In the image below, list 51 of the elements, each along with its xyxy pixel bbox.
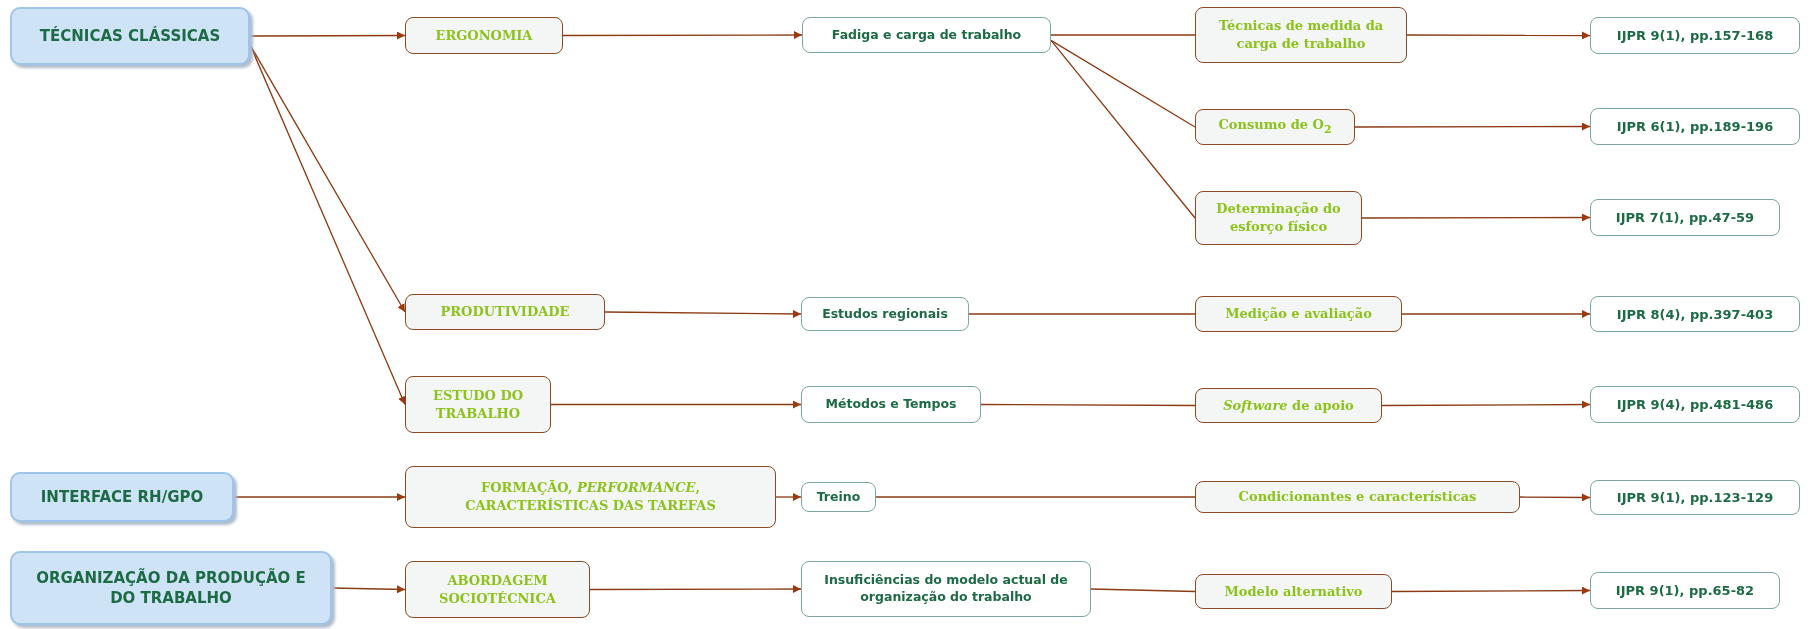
arrow <box>589 585 802 593</box>
reference-box: IJPR 8(4), pp.397-403 <box>1590 296 1800 332</box>
arrow <box>604 309 802 318</box>
category-box: ORGANIZAÇÃO DA PRODUÇÃO E DO TRABALHO <box>10 551 332 625</box>
topic-box: Técnicas de medida da carga de trabalho <box>1195 7 1407 63</box>
connector-line <box>980 403 1196 407</box>
arrow <box>1406 31 1591 40</box>
reference-box: IJPR 7(1), pp.47-59 <box>1590 199 1780 236</box>
arrow <box>562 31 803 39</box>
topic-box: Medição e avaliação <box>1195 296 1402 332</box>
category-box: INTERFACE RH/GPO <box>10 472 234 522</box>
arrow <box>249 44 406 313</box>
category-box: TÉCNICAS CLÁSSICAS <box>10 7 250 65</box>
topic-box: ABORDAGEM SOCIOTÉCNICA <box>405 561 590 618</box>
subtopic-box: Estudos regionais <box>801 297 969 331</box>
reference-box: IJPR 6(1), pp.189-196 <box>1590 108 1800 145</box>
subtopic-box: Métodos e Tempos <box>801 386 981 423</box>
arrow <box>1519 493 1591 502</box>
arrow <box>1354 122 1591 131</box>
connector-line <box>1090 588 1196 593</box>
subtopic-box: Fadiga e carga de trabalho <box>802 17 1051 53</box>
topic-box: FORMAÇÃO, PERFORMANCE, CARACTERÍSTICAS DAS TAREFAS <box>405 466 776 528</box>
arrow <box>233 493 406 501</box>
arrow <box>550 400 802 409</box>
arrow <box>1381 400 1591 409</box>
arrow <box>775 493 802 501</box>
arrow <box>1401 310 1591 318</box>
subtopic-box: Insuficiências do modelo actual de organização do trabalho <box>801 561 1091 617</box>
connector-line <box>1050 39 1196 219</box>
connector-line <box>968 313 1196 315</box>
topic-box: Software de apoio <box>1195 388 1382 423</box>
arrow <box>1361 213 1591 222</box>
topic-box: ESTUDO DO TRABALHO <box>405 376 551 433</box>
reference-box: IJPR 9(1), pp.157-168 <box>1590 17 1800 54</box>
arrow <box>249 44 406 406</box>
topic-box: Determinação do esforço físico <box>1195 191 1362 245</box>
arrow <box>249 31 406 40</box>
connector-line <box>1050 34 1196 36</box>
topic-box: Modelo alternativo <box>1195 574 1392 609</box>
reference-box: IJPR 9(1), pp.123-129 <box>1590 480 1800 515</box>
arrow <box>331 585 406 594</box>
topic-box: ERGONOMIA <box>405 17 563 54</box>
arrow <box>1391 586 1591 595</box>
topic-box: PRODUTIVIDADE <box>405 294 605 330</box>
reference-box: IJPR 9(1), pp.65-82 <box>1590 572 1780 609</box>
connector-line <box>1050 39 1196 128</box>
topic-box: Condicionantes e características <box>1195 481 1520 513</box>
connector-line <box>875 496 1196 498</box>
topic-box: Consumo de O$_{2}$ <box>1195 109 1355 145</box>
subtopic-box: Treino <box>801 482 876 512</box>
reference-box: IJPR 9(4), pp.481-486 <box>1590 386 1800 423</box>
